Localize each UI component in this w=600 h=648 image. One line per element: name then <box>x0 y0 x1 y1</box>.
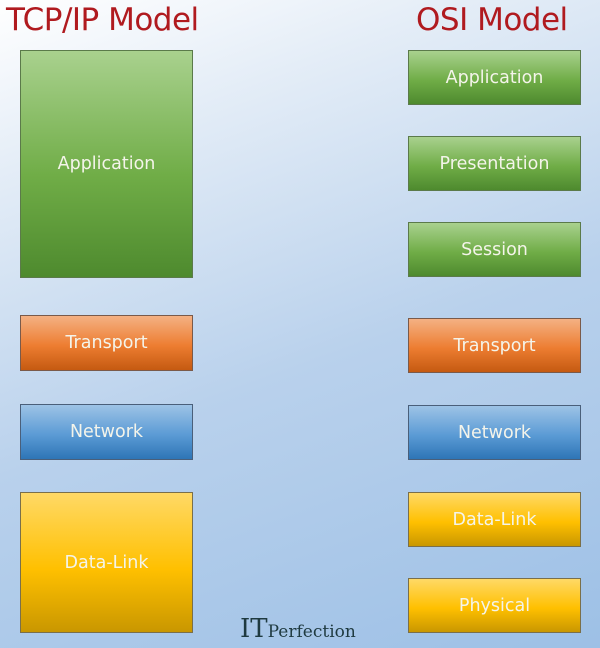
logo-it: IT <box>240 614 268 644</box>
layer-label: Data-Link <box>452 509 537 530</box>
osi-layer-presentation: Presentation <box>408 136 581 191</box>
tcp-layer-network: Network <box>20 404 193 460</box>
layer-label: Network <box>69 422 144 442</box>
logo-perfection: Perfection <box>267 622 356 642</box>
layer-label: Data-Link <box>64 552 149 573</box>
layer-label: Application <box>445 67 544 88</box>
itperfection-logo: ITPerfection <box>240 614 356 644</box>
tcp-layer-transport: Transport <box>20 315 193 371</box>
osi-model-title: OSI Model <box>416 2 568 38</box>
osi-layer-session: Session <box>408 222 581 277</box>
layer-label: Session <box>461 239 528 260</box>
layer-label: Transport <box>65 333 148 353</box>
tcp-layer-application: Application <box>20 50 193 278</box>
tcp-model-title: TCP/IP Model <box>6 2 199 38</box>
layer-label: Presentation <box>439 153 550 174</box>
tcp-layer-data-link: Data-Link <box>20 492 193 633</box>
layer-label: Application <box>57 154 156 174</box>
osi-layer-data-link: Data-Link <box>408 492 581 547</box>
layer-label: Transport <box>453 335 536 356</box>
layer-label: Network <box>457 422 532 443</box>
osi-layer-network: Network <box>408 405 581 460</box>
osi-layer-transport: Transport <box>408 318 581 373</box>
osi-layer-application: Application <box>408 50 581 105</box>
osi-layer-physical: Physical <box>408 578 581 633</box>
layer-label: Physical <box>458 595 531 616</box>
